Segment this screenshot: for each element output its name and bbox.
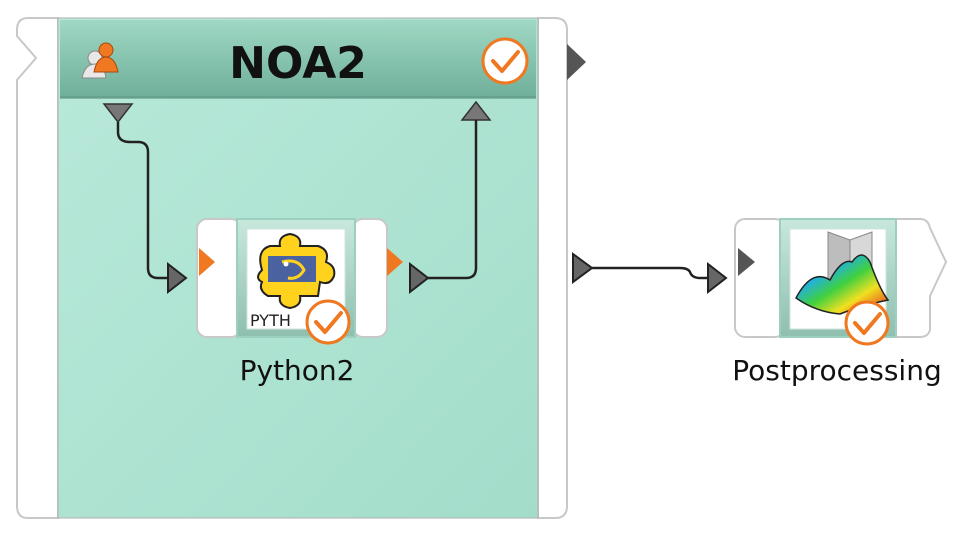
postprocessing-left-tab bbox=[734, 218, 786, 338]
postprocessing-status-check-icon bbox=[844, 300, 890, 346]
group-output-arrow-icon[interactable] bbox=[567, 44, 586, 80]
group-output-port[interactable] bbox=[572, 252, 594, 284]
python2-status-check-icon bbox=[305, 299, 351, 345]
group-header-shadow bbox=[60, 96, 536, 99]
python2-input-port[interactable] bbox=[167, 261, 188, 295]
group-noa2[interactable]: NOA2 bbox=[16, 17, 586, 519]
postprocessing-input-port[interactable] bbox=[707, 261, 728, 295]
group-status-check-icon bbox=[481, 37, 529, 85]
group-internal-input-port[interactable] bbox=[102, 103, 134, 124]
node-python2[interactable]: PYTH Python2 bbox=[167, 218, 430, 387]
wire-group-input-to-python2[interactable] bbox=[116, 122, 168, 280]
node-postprocessing[interactable]: Postprocessing bbox=[707, 218, 948, 387]
wire-group-to-postprocessing[interactable] bbox=[592, 266, 708, 280]
python2-icon-text: PYTH bbox=[250, 311, 291, 330]
group-left-rail bbox=[16, 17, 59, 519]
wire-python2-to-group-output[interactable] bbox=[428, 120, 478, 280]
connections bbox=[116, 120, 708, 280]
postprocessing-label: Postprocessing bbox=[732, 354, 941, 387]
python2-output-port[interactable] bbox=[409, 261, 430, 295]
python2-left-tab bbox=[196, 218, 242, 338]
group-title: NOA2 bbox=[229, 38, 367, 89]
users-icon bbox=[81, 42, 119, 79]
group-header bbox=[60, 20, 536, 98]
python2-right-tab bbox=[352, 218, 388, 338]
python2-input-marker bbox=[199, 248, 215, 276]
group-right-rail bbox=[537, 17, 568, 519]
python2-output-marker bbox=[387, 248, 403, 276]
postprocessing-right-tab bbox=[892, 218, 948, 338]
surface-plot-icon bbox=[795, 231, 890, 315]
python2-label: Python2 bbox=[240, 354, 355, 387]
postprocessing-input-marker bbox=[738, 248, 755, 276]
python-puzzle-icon bbox=[257, 232, 336, 310]
